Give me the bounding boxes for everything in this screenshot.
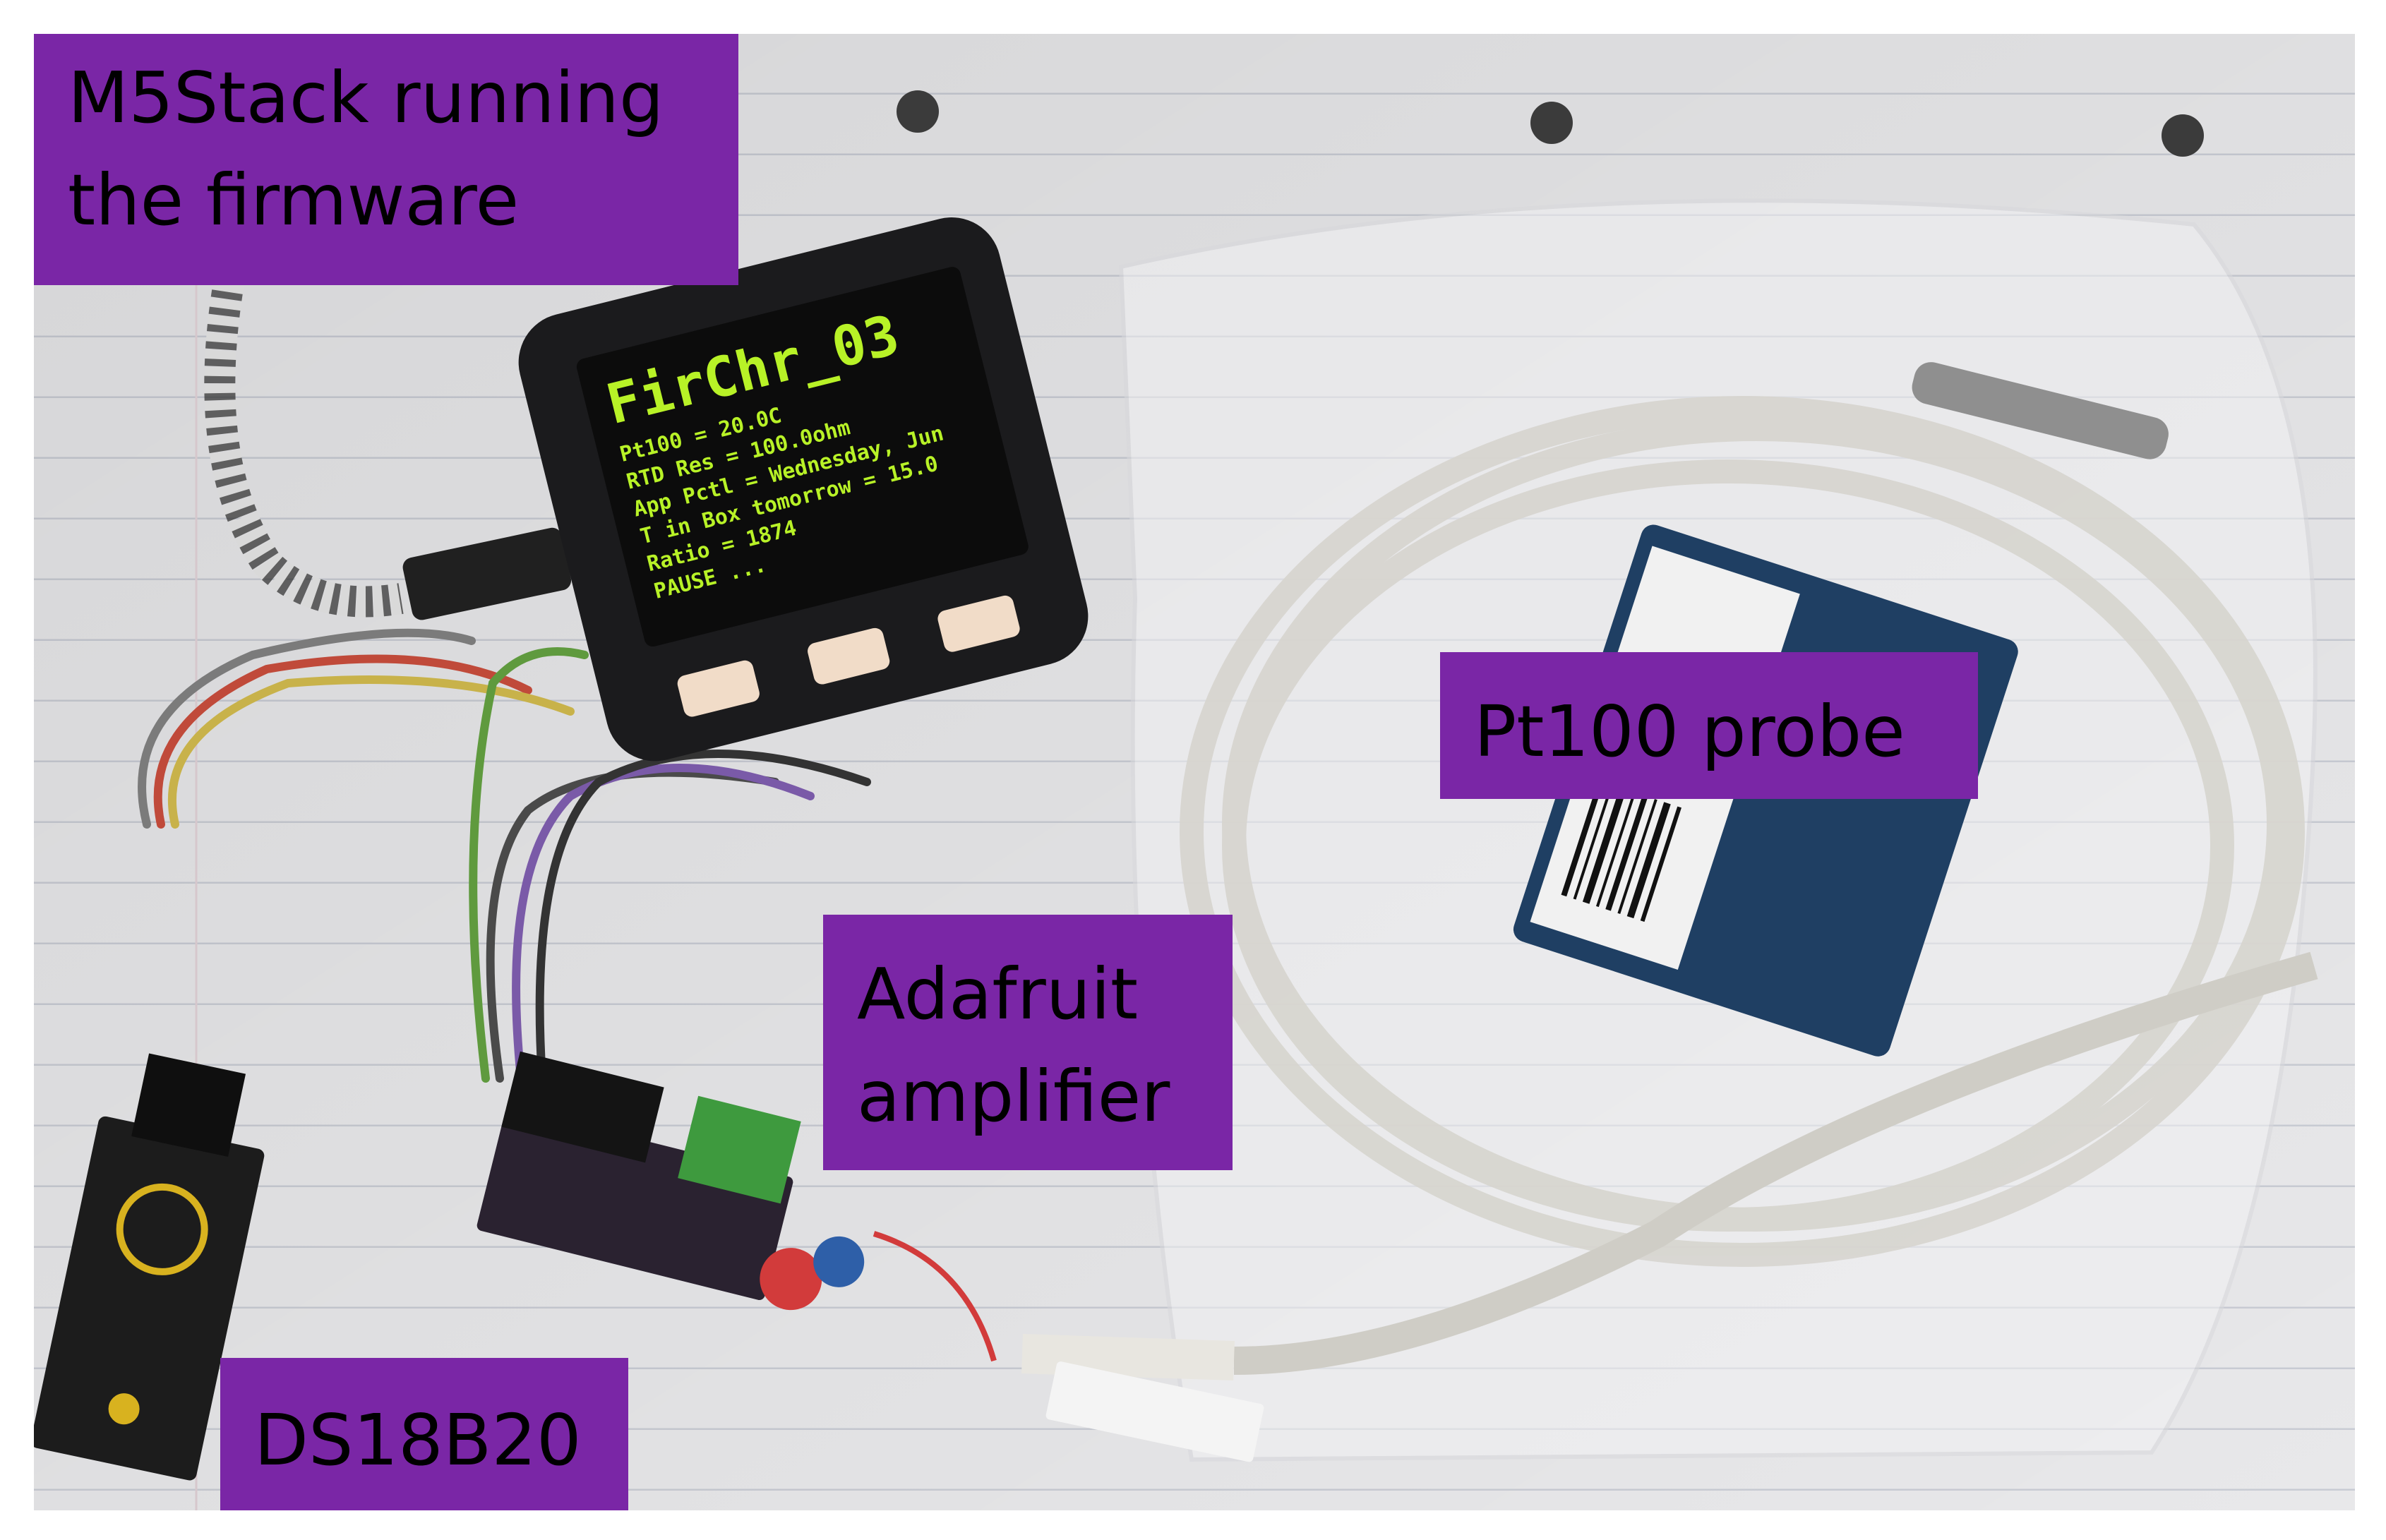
amplifier-board: [476, 1051, 865, 1311]
punch-hole: [1530, 102, 1573, 144]
punch-hole: [2162, 114, 2204, 157]
label-ds18b20: DS18B20: [220, 1358, 628, 1510]
usb-cable: [204, 263, 404, 618]
device-button-b[interactable]: [806, 626, 892, 686]
terminal-block: [678, 1095, 801, 1204]
device-button-a[interactable]: [676, 658, 761, 718]
punch-hole: [897, 90, 939, 133]
usb-plug: [402, 527, 572, 620]
probe-cable-lead: [1233, 951, 2318, 1375]
label-m5stack: M5Stack running the firmware: [34, 34, 738, 285]
probe-cable-coil: [1180, 396, 2305, 1267]
m5stack-device: FirChr_03 Pt100 = 20.0C RTD Res = 100.0o…: [518, 217, 1089, 762]
probe-brand-label: [1045, 1361, 1264, 1462]
label-pt100-probe: Pt100 probe: [1440, 652, 1978, 799]
jumper-wires: [138, 628, 871, 1083]
label-adafruit-amplifier: Adafruit amplifier: [823, 915, 1233, 1170]
ds18b20-board: [34, 1053, 265, 1481]
probe-sleeve: [1912, 362, 2169, 459]
device-button-c[interactable]: [936, 594, 1021, 654]
